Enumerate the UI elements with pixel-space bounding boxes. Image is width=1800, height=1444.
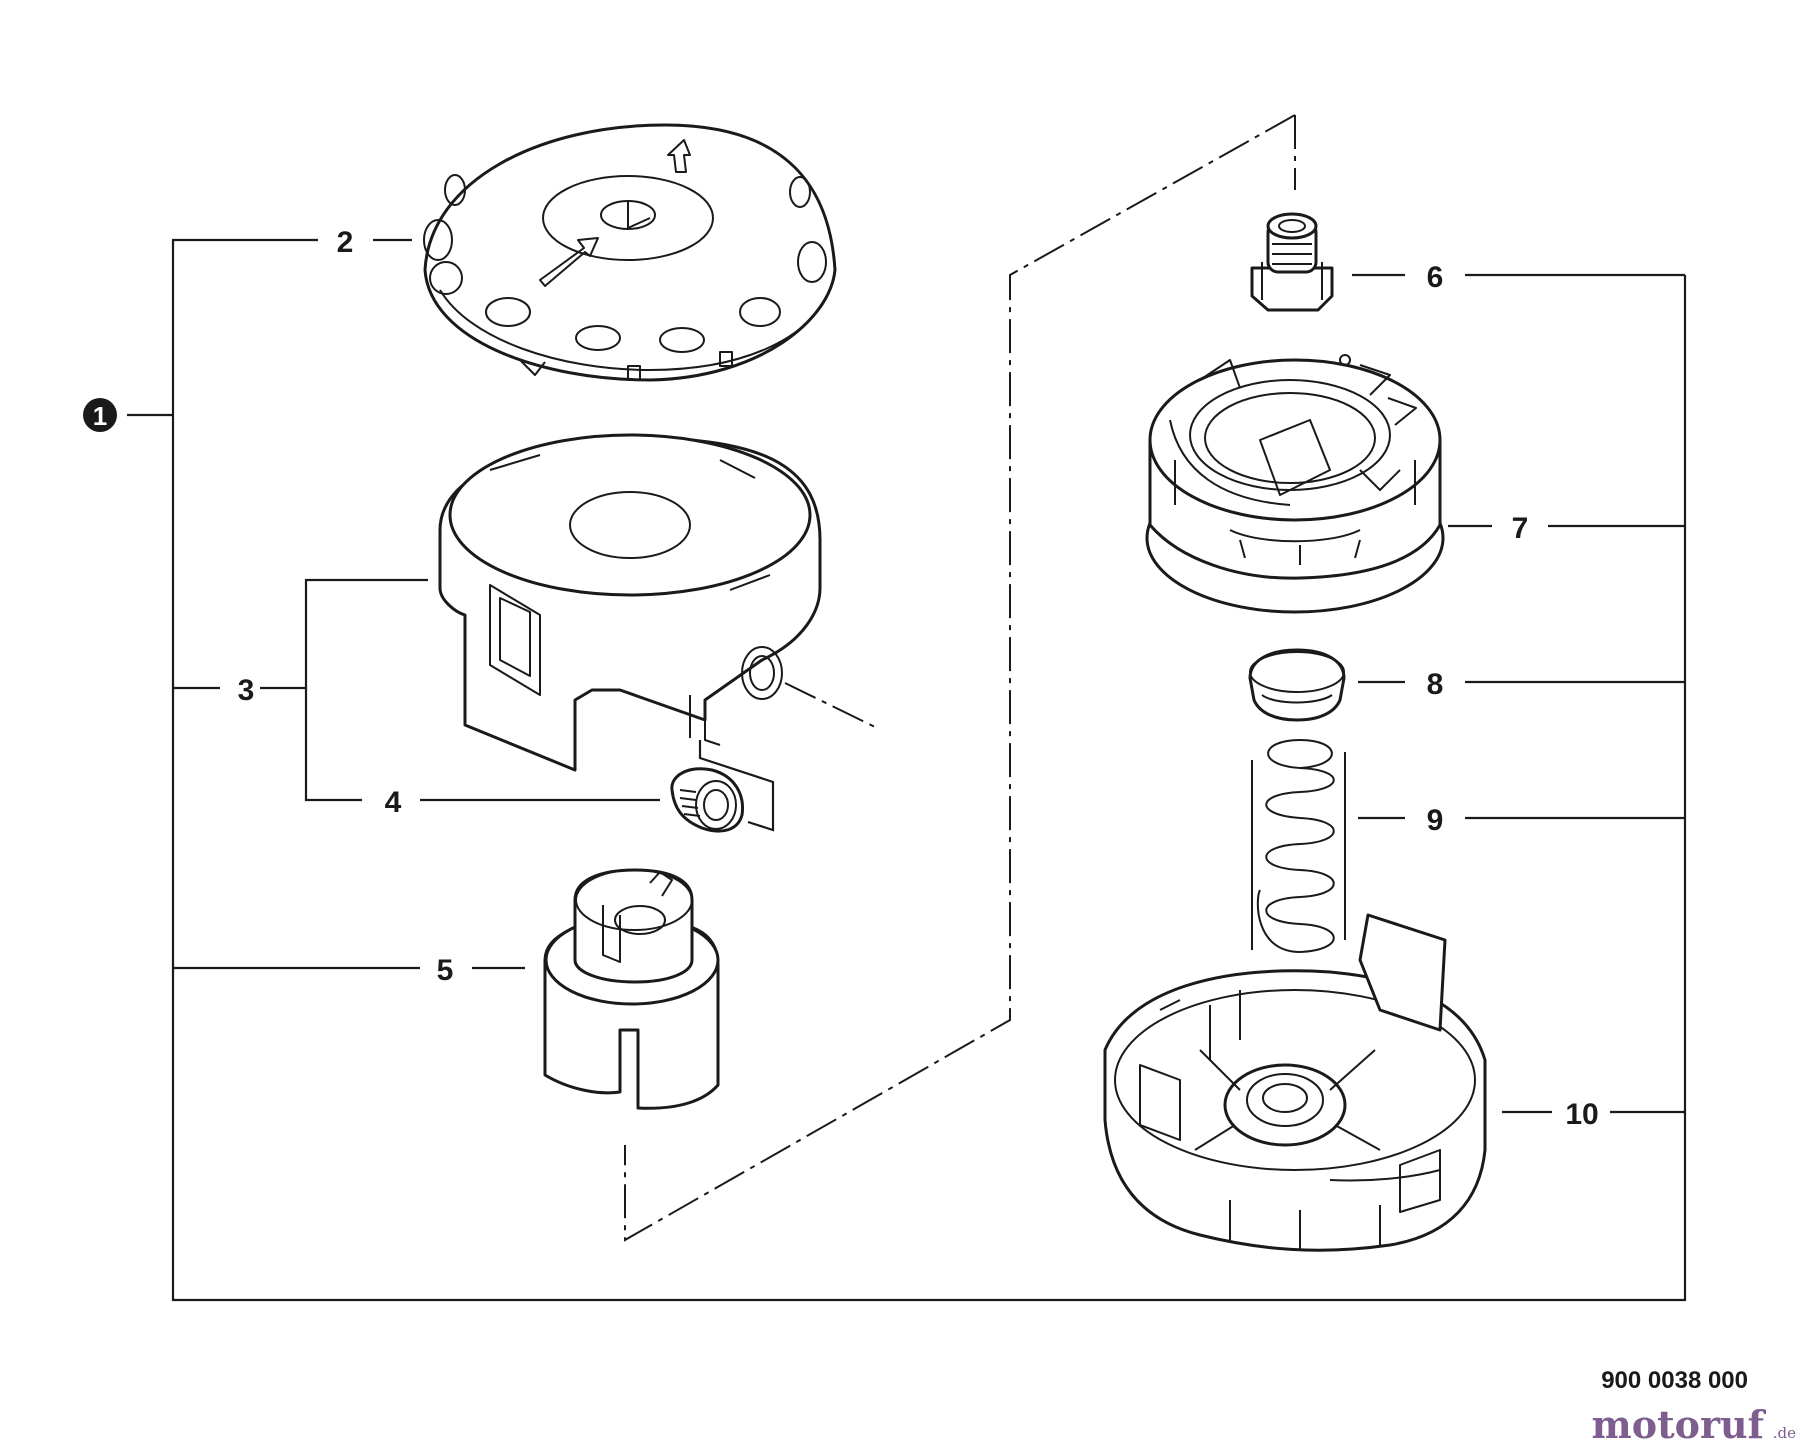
part-spring bbox=[1251, 739, 1346, 953]
callout-9-label: 9 bbox=[1427, 804, 1444, 837]
part-bolt bbox=[1250, 212, 1334, 312]
callout-10-label: 10 bbox=[1565, 1098, 1598, 1131]
callout-9: 9 bbox=[1358, 804, 1443, 837]
callout-10: 10 bbox=[1502, 1098, 1599, 1131]
part-adapter bbox=[543, 868, 720, 1110]
callout-3-4-bracket: 3 4 bbox=[238, 578, 660, 819]
part-eyelet bbox=[670, 767, 745, 833]
callout-5: 5 bbox=[437, 954, 525, 987]
callout-7-label: 7 bbox=[1512, 512, 1529, 545]
callout-5-label: 5 bbox=[437, 954, 454, 987]
callout-3-label: 3 bbox=[238, 674, 255, 707]
part-cap bbox=[1248, 648, 1346, 722]
callout-8-label: 8 bbox=[1427, 668, 1444, 701]
callout-8: 8 bbox=[1358, 668, 1443, 701]
part-spool bbox=[1145, 354, 1445, 614]
callout-2-label: 2 bbox=[337, 226, 354, 259]
callout-6: 6 bbox=[1352, 261, 1443, 294]
callout-6-label: 6 bbox=[1427, 261, 1444, 294]
assembly-marker: 1 bbox=[83, 398, 117, 432]
watermark-suffix: .de bbox=[1773, 1424, 1796, 1442]
part-cover bbox=[423, 123, 837, 382]
callout-4-label: 4 bbox=[385, 786, 402, 819]
callout-7: 7 bbox=[1448, 512, 1528, 545]
watermark-logo: motoruf .de bbox=[1592, 1402, 1797, 1444]
assembly-bracket bbox=[127, 238, 1687, 1302]
right-bracket-arms bbox=[1465, 273, 1685, 1114]
assembly-label: 1 bbox=[93, 401, 107, 431]
part-base bbox=[1103, 913, 1487, 1252]
watermark-brand: motoruf bbox=[1592, 1402, 1767, 1444]
part-number: 900 0038 000 bbox=[1601, 1367, 1748, 1394]
part-housing bbox=[438, 433, 822, 772]
callout-2: 2 bbox=[337, 226, 412, 259]
